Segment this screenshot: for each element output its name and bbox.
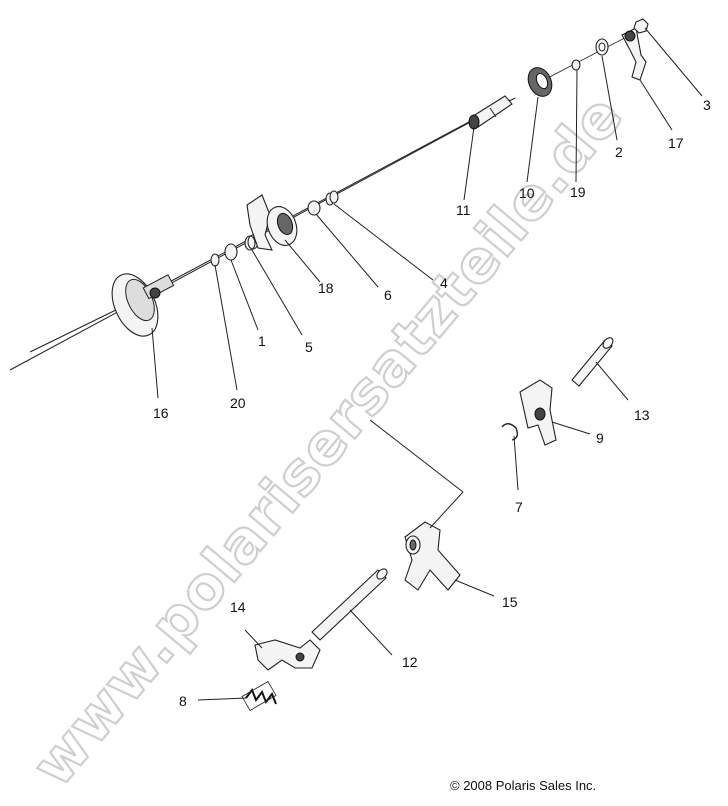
callout-labels: 1 2 3 4 5 6 7 8 9 10 11 12 13 14 15 16 1…	[153, 97, 711, 709]
callout-8: 8	[179, 693, 187, 709]
callout-7: 7	[515, 499, 523, 515]
shift-rod-13	[571, 337, 614, 387]
washer-20	[210, 253, 220, 267]
shift-drum-disc	[111, 273, 175, 337]
callout-16: 16	[153, 405, 169, 421]
shift-rod-12	[311, 568, 388, 641]
callout-20: 20	[230, 395, 246, 411]
shift-fork-15	[404, 521, 461, 591]
callout-19: 19	[570, 184, 586, 200]
spring-8	[241, 681, 277, 711]
callout-9: 9	[596, 430, 604, 446]
leader-lines	[151, 27, 703, 701]
nut-3	[633, 18, 649, 34]
selector-arm	[246, 194, 298, 251]
bushing-4	[325, 190, 339, 206]
callout-17: 17	[668, 135, 684, 151]
callout-13: 13	[634, 407, 650, 423]
washer-2	[595, 38, 609, 56]
callout-2: 2	[615, 144, 623, 160]
clip-19	[571, 59, 581, 71]
callout-11: 11	[456, 202, 471, 218]
callout-14: 14	[230, 599, 246, 615]
washer-6	[307, 200, 321, 216]
gear	[527, 67, 553, 97]
washer-1	[224, 243, 238, 261]
callout-5: 5	[305, 339, 313, 355]
callout-3: 3	[703, 97, 711, 113]
callout-1: 1	[258, 333, 266, 349]
callout-18: 18	[318, 280, 334, 296]
shift-fork-14	[254, 639, 321, 671]
callout-6: 6	[384, 287, 392, 303]
callout-10: 10	[519, 185, 535, 201]
shift-fork-9	[519, 379, 557, 446]
callout-15: 15	[502, 594, 518, 610]
circlip-7	[501, 423, 519, 441]
callout-12: 12	[402, 654, 418, 670]
callout-4: 4	[440, 275, 448, 291]
shift-lever	[621, 27, 647, 81]
copyright-notice: © 2008 Polaris Sales Inc.	[450, 778, 596, 793]
shaft-end	[468, 95, 513, 130]
